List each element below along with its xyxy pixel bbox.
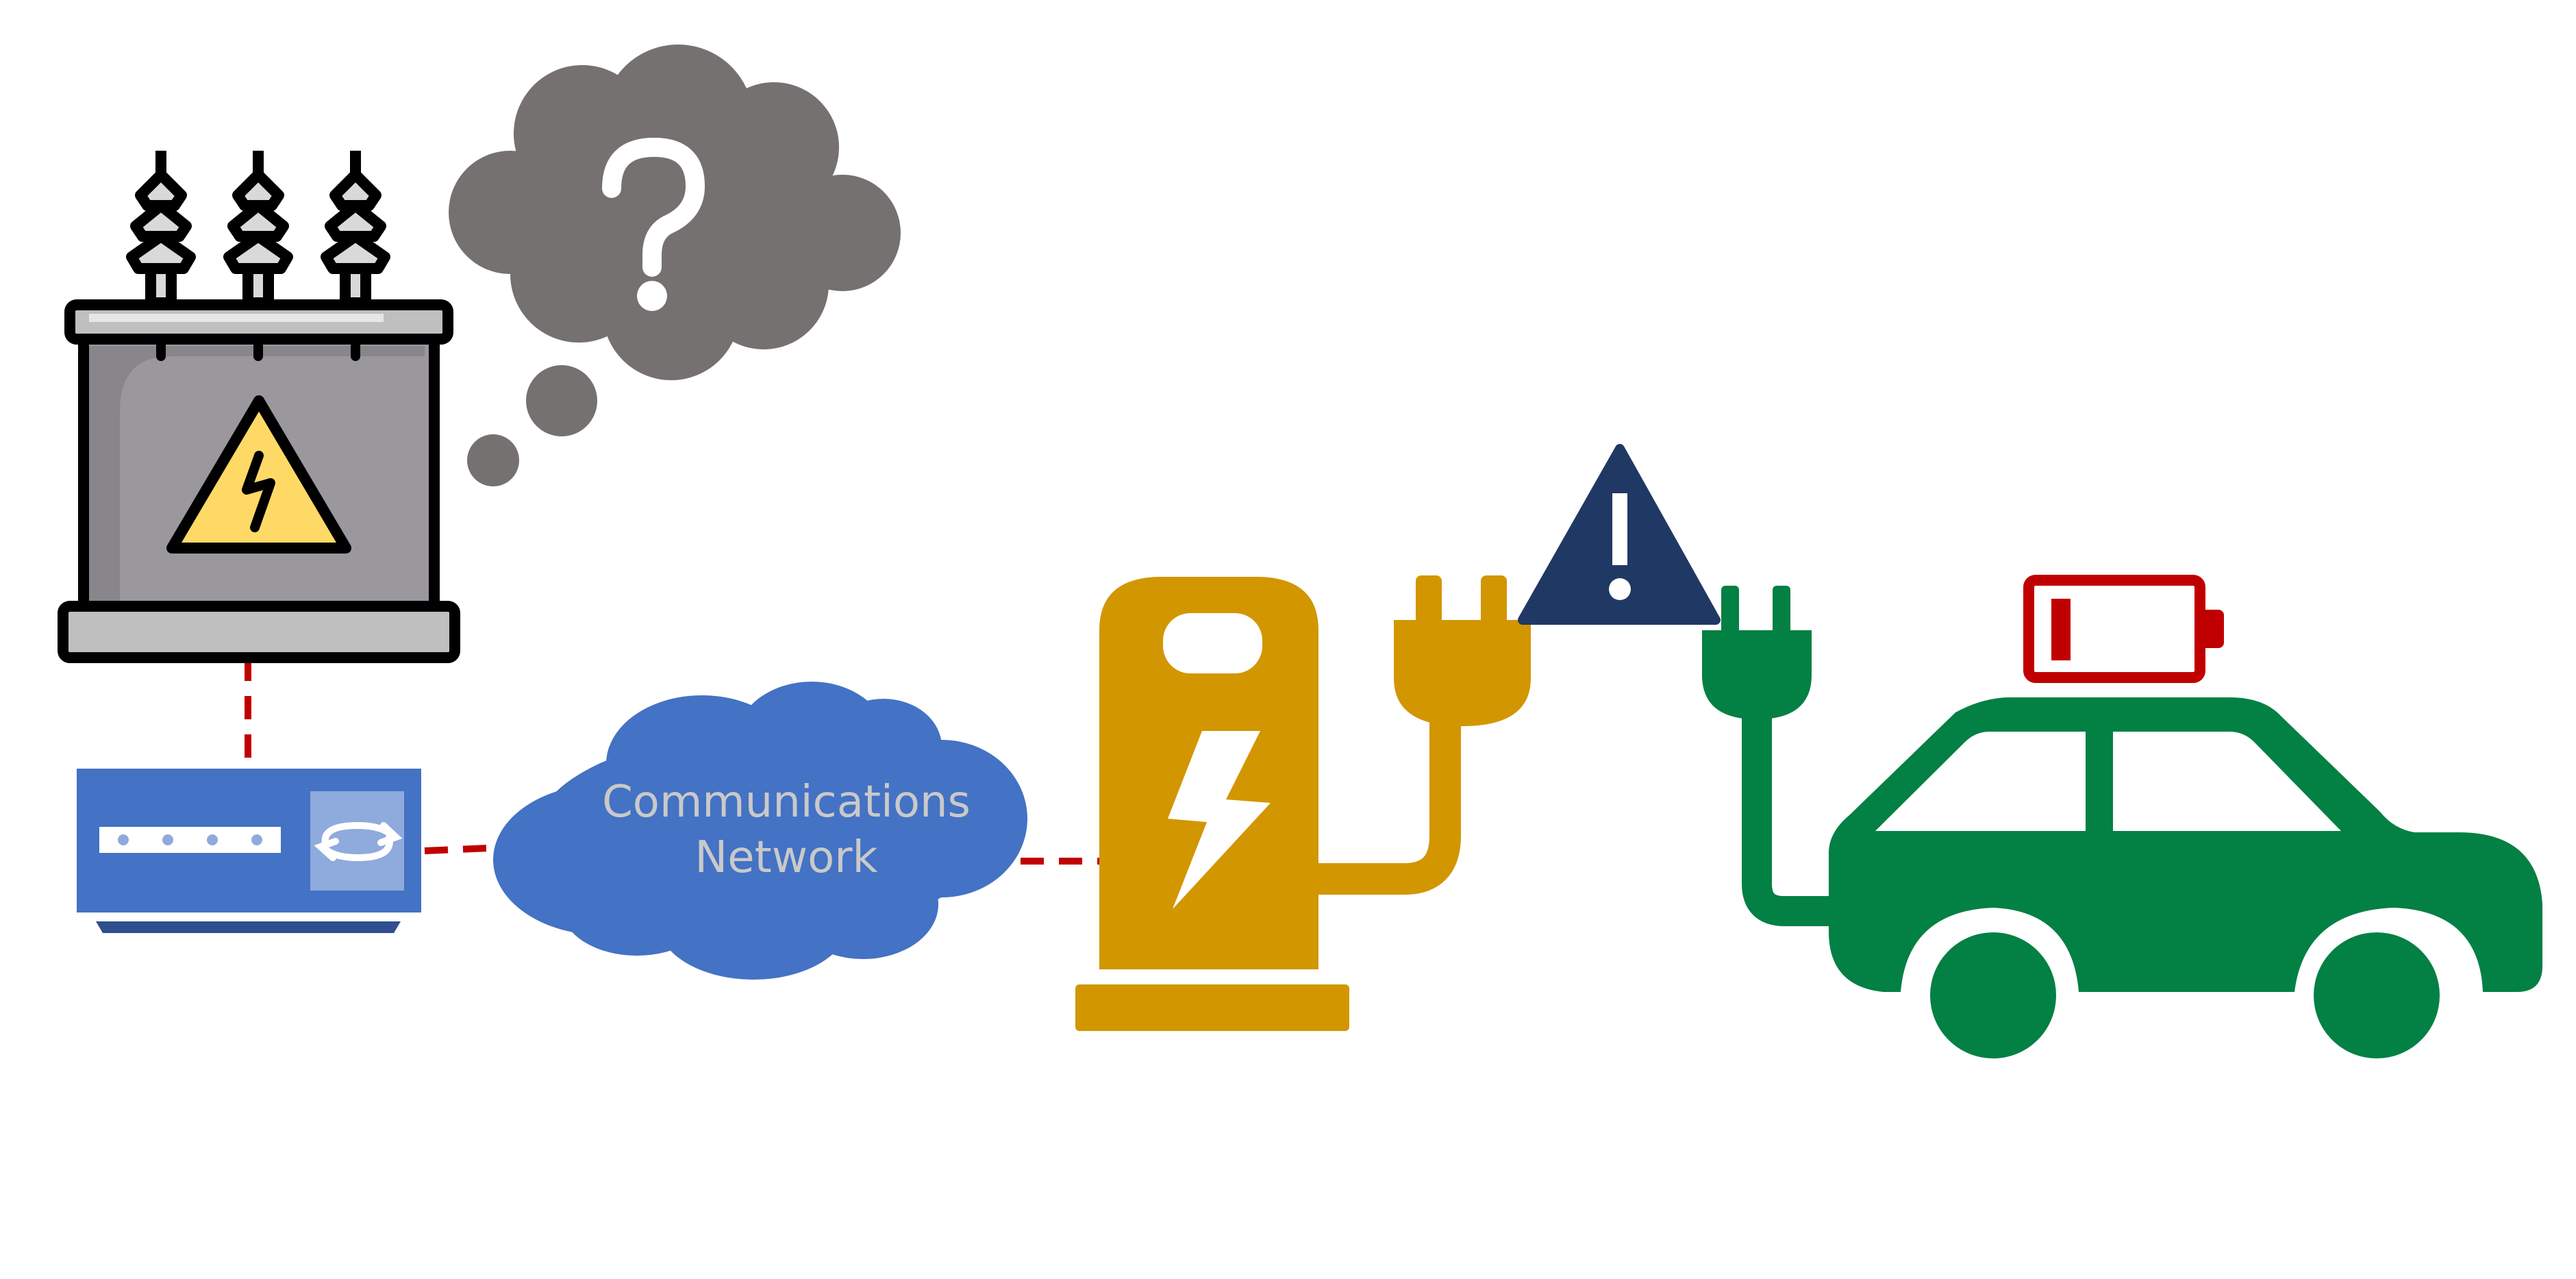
lightning-bolt-icon (1168, 731, 1271, 909)
question-mark-thought-cloud-icon (449, 45, 901, 486)
link-device-to-cloud (424, 844, 504, 854)
communications-gateway-icon (77, 769, 421, 933)
device-led-dots (118, 834, 262, 845)
warning-triangle-icon (1518, 444, 1721, 625)
car-window-rear (2113, 732, 2341, 831)
battery-low-icon (2023, 575, 2224, 683)
question-mark-icon (602, 137, 705, 277)
plug-icon (1394, 575, 1531, 726)
network-label-line2: Network (695, 832, 877, 883)
car-wheel-front (1930, 932, 2056, 1058)
car-plug-icon (1702, 586, 1812, 719)
electric-car-icon (1702, 586, 2542, 1058)
charger-base (1075, 984, 1349, 1031)
dashed-links (245, 658, 1099, 865)
cloud-icon: Communications Network (493, 682, 1027, 980)
transformer-base (58, 601, 460, 663)
insulator-icon (126, 151, 385, 308)
device-led-panel (99, 827, 281, 853)
network-label-line1: Communications (602, 777, 971, 828)
hazard-warning-icon (166, 395, 351, 554)
car-cable (1742, 712, 1842, 926)
transformer-icon (58, 151, 460, 663)
sync-icon (314, 821, 403, 862)
device-stand (96, 921, 401, 933)
charger-cable (1318, 712, 1461, 895)
car-window-front (1875, 732, 2086, 831)
car-wheel-rear (2314, 932, 2440, 1058)
ev-charging-station-icon (1075, 575, 1531, 1031)
insulator (126, 151, 196, 308)
charger-screen (1163, 613, 1262, 673)
